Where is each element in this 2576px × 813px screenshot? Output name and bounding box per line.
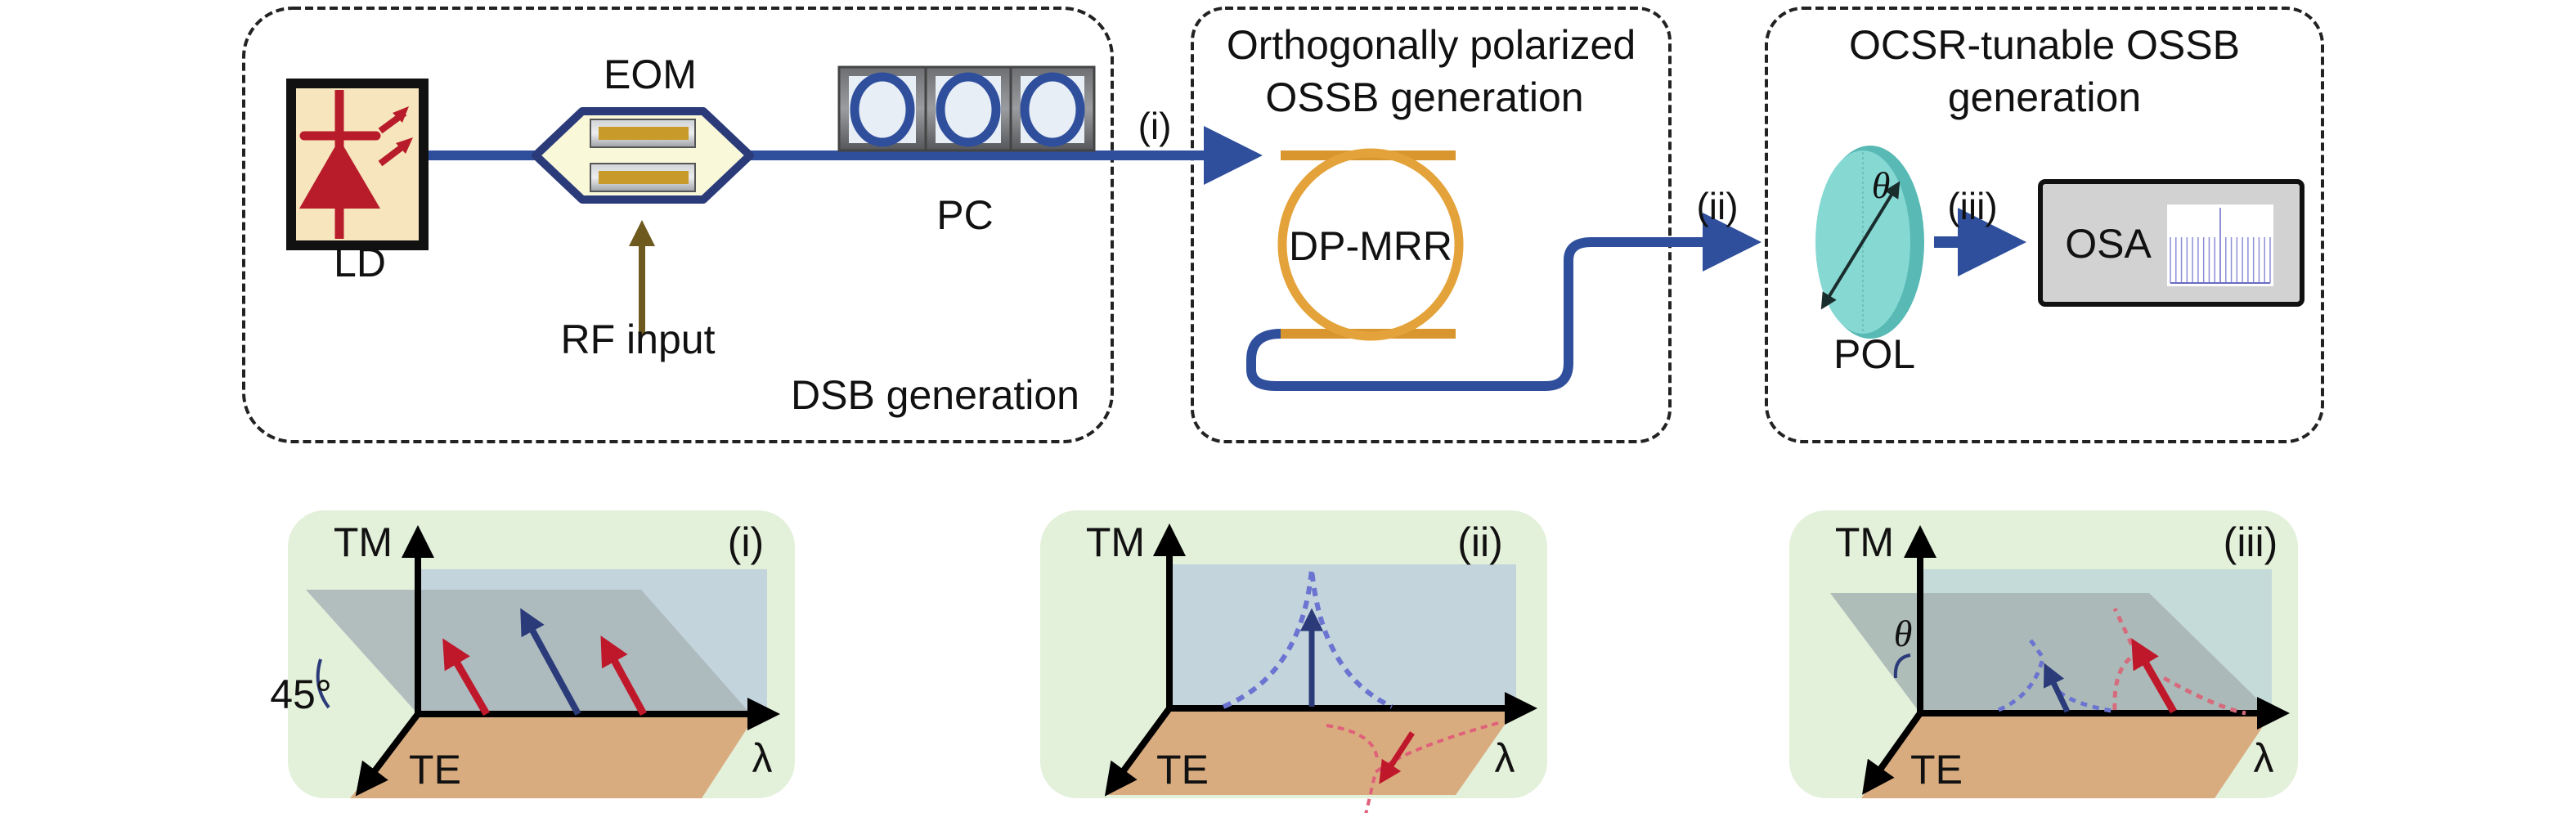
tap-i-label: (i) — [1138, 105, 1172, 147]
panel-i-angle-label: 45° — [270, 672, 332, 717]
panel-ii — [1040, 510, 1547, 813]
ocsr-title-line2: generation — [1948, 74, 2141, 120]
panel-iii-tag: (iii) — [2224, 519, 2278, 565]
diode-icon — [299, 90, 413, 239]
carrier-arrow — [2043, 663, 2071, 713]
ossb-title-line2: OSSB generation — [1265, 74, 1583, 120]
tm-resonance-curve — [1222, 568, 1393, 709]
osa-spectrum — [2170, 208, 2271, 284]
panel-i — [288, 510, 795, 798]
laser-diode — [286, 79, 429, 250]
panel-ii-lambda-label: λ — [1495, 735, 1515, 781]
panel-iii-lambda-label: λ — [2254, 735, 2274, 781]
panel-iii — [1789, 510, 2298, 798]
panel-i-te-label: TE — [409, 747, 461, 793]
osa-instrument — [2038, 179, 2304, 307]
panel-iii-te-label: TE — [1910, 747, 1963, 793]
pc-label: PC — [936, 192, 993, 238]
panel-i-tm-label: TM — [334, 519, 393, 565]
blue-resonance-curve — [1998, 636, 2117, 714]
panel-ii-te-label: TE — [1156, 747, 1209, 793]
sideband-arrow-left — [442, 638, 490, 716]
fiber-mrr-loop — [1246, 213, 1761, 391]
polarizer — [1815, 146, 1924, 339]
dsb-group-box — [242, 7, 1114, 443]
ossb-title-line1: Orthogonally polarized — [1227, 22, 1636, 68]
polarization-controller — [837, 65, 1096, 152]
dsb-group-title: DSB generation — [791, 372, 1079, 418]
osa-label: OSA — [2065, 221, 2152, 267]
sideband-arrow-right — [600, 636, 647, 716]
rf-input-label: RF input — [561, 317, 716, 362]
carrier-arrow — [520, 608, 581, 716]
eom-label: EOM — [604, 52, 697, 97]
pol-label: POL — [1833, 331, 1915, 377]
ocsr-title-line1: OCSR-tunable OSSB — [1849, 22, 2240, 68]
sideband-arrow — [1379, 731, 1415, 784]
panel-iii-angle-label: θ — [1894, 613, 1913, 654]
ld-label: LD — [334, 240, 386, 285]
panel-iii-tm-label: TM — [1835, 519, 1894, 565]
mrr-label: DP-MRR — [1289, 223, 1452, 269]
tap-iii-label: (iii) — [1947, 185, 1997, 227]
panel-i-lambda-label: λ — [752, 735, 773, 781]
sideband-arrow — [2131, 638, 2177, 714]
ocsr-group-box — [1765, 7, 2324, 443]
dp-mrr — [1277, 148, 1464, 341]
eom-modulator — [532, 107, 754, 204]
polarizer-axis-arrow — [1820, 181, 1901, 310]
panel-i-tag: (i) — [728, 519, 764, 565]
pol-angle-label: θ — [1872, 164, 1891, 206]
panel-ii-tm-label: TM — [1086, 519, 1145, 565]
panel-ii-tag: (ii) — [1457, 519, 1503, 565]
tap-ii-label: (ii) — [1696, 185, 1738, 227]
